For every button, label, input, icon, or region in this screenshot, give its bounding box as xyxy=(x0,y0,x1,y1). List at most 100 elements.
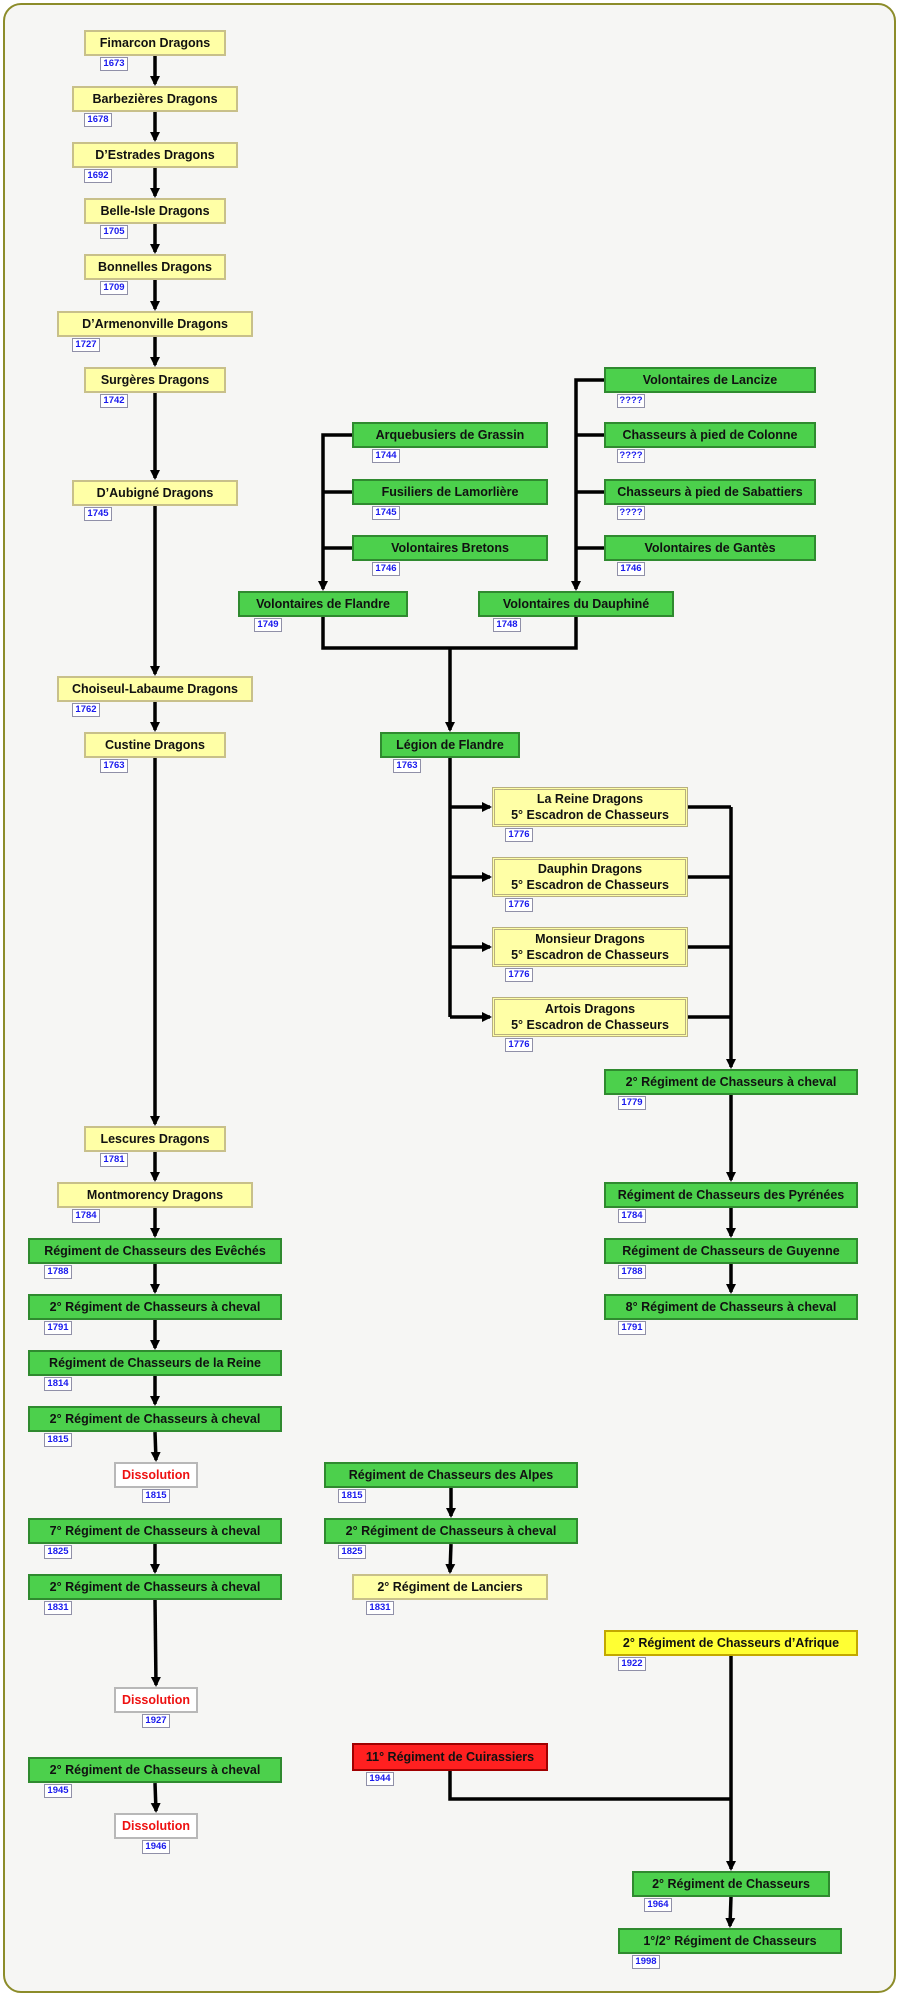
node-c2_1825: 2° Régiment de Chasseurs à cheval xyxy=(324,1518,578,1544)
node-c2_1779: 2° Régiment de Chasseurs à cheval xyxy=(604,1069,858,1095)
node-label: Fusiliers de Lamorlière xyxy=(381,485,519,499)
node-label: Régiment de Chasseurs de Guyenne xyxy=(622,1244,840,1258)
node-c2_1791: 2° Régiment de Chasseurs à cheval xyxy=(28,1294,282,1320)
date-rc12_1998: 1998 xyxy=(632,1955,660,1969)
node-label: Arquebusiers de Grassin xyxy=(375,428,525,442)
date-c8_1791: 1791 xyxy=(618,1321,646,1335)
node-c2_1831: 2° Régiment de Chasseurs à cheval xyxy=(28,1574,282,1600)
node-label: 2° Régiment de Lanciers xyxy=(377,1580,523,1594)
date-colonne: ???? xyxy=(617,449,645,463)
node-label: Volontaires Bretons xyxy=(391,541,509,555)
date-rc2_1964: 1964 xyxy=(644,1898,672,1912)
node-choiseul: Choiseul-Labaume Dragons xyxy=(57,676,253,702)
date-gantes: 1746 xyxy=(617,562,645,576)
date-lareine: 1776 xyxy=(505,828,533,842)
node-label: 7° Régiment de Chasseurs à cheval xyxy=(49,1524,261,1538)
node-diss1946: Dissolution xyxy=(114,1813,198,1839)
date-lancize: ???? xyxy=(617,394,645,408)
date-dauphine: 1748 xyxy=(493,618,521,632)
node-lescures: Lescures Dragons xyxy=(84,1126,226,1152)
node-c7_1825: 7° Régiment de Chasseurs à cheval xyxy=(28,1518,282,1544)
date-grassin: 1744 xyxy=(372,449,400,463)
date-artois: 1776 xyxy=(505,1038,533,1052)
node-sabattiers: Chasseurs à pied de Sabattiers xyxy=(604,479,816,505)
date-vflandre: 1749 xyxy=(254,618,282,632)
node-label: D’Estrades Dragons xyxy=(95,148,215,162)
node-pyrenees: Régiment de Chasseurs des Pyrénées xyxy=(604,1182,858,1208)
node-cuirassiers: 11° Régiment de Cuirassiers xyxy=(352,1743,548,1771)
date-diss1946: 1946 xyxy=(142,1840,170,1854)
node-label: D’Aubigné Dragons xyxy=(96,486,214,500)
node-label: Régiment de Chasseurs des Pyrénées xyxy=(617,1188,845,1202)
node-lanciers: 2° Régiment de Lanciers xyxy=(352,1574,548,1600)
date-c7_1825: 1825 xyxy=(44,1545,72,1559)
node-label: Surgères Dragons xyxy=(100,373,210,387)
node-bretons: Volontaires Bretons xyxy=(352,535,548,561)
date-c2_1945: 1945 xyxy=(44,1784,72,1798)
date-c2_1831: 1831 xyxy=(44,1601,72,1615)
node-label: Volontaires de Flandre xyxy=(256,597,390,611)
date-c2_1815: 1815 xyxy=(44,1433,72,1447)
date-c2_1779: 1779 xyxy=(618,1096,646,1110)
node-gantes: Volontaires de Gantès xyxy=(604,535,816,561)
node-label: Fimarcon Dragons xyxy=(99,36,211,50)
date-monsieur: 1776 xyxy=(505,968,533,982)
node-label: D’Armenonville Dragons xyxy=(82,317,228,331)
node-label: Montmorency Dragons xyxy=(86,1188,224,1202)
node-afrique: 2° Régiment de Chasseurs d’Afrique xyxy=(604,1630,858,1656)
node-label: 2° Régiment de Chasseurs d’Afrique xyxy=(622,1636,840,1650)
node-label: Custine Dragons xyxy=(104,738,205,752)
node-rc12_1998: 1°/2° Régiment de Chasseurs xyxy=(618,1928,842,1954)
node-diss1927: Dissolution xyxy=(114,1687,198,1713)
node-label: Belle-Isle Dragons xyxy=(100,204,210,218)
date-darmenonville: 1727 xyxy=(72,338,100,352)
node-label: Régiment de Chasseurs des Evêchés xyxy=(44,1244,266,1258)
node-label: Dissolution xyxy=(121,1819,191,1833)
date-afrique: 1922 xyxy=(618,1657,646,1671)
node-label: Légion de Flandre xyxy=(396,738,504,752)
date-bretons: 1746 xyxy=(372,562,400,576)
node-dauphine: Volontaires du Dauphiné xyxy=(478,591,674,617)
date-destrades: 1692 xyxy=(84,169,112,183)
date-bonnelles: 1709 xyxy=(100,281,128,295)
date-guyenne: 1788 xyxy=(618,1265,646,1279)
node-reine: Régiment de Chasseurs de la Reine xyxy=(28,1350,282,1376)
node-label: Régiment de Chasseurs des Alpes xyxy=(348,1468,554,1482)
node-label: 2° Régiment de Chasseurs xyxy=(652,1877,810,1891)
node-legion: Légion de Flandre xyxy=(380,732,520,758)
date-alpes: 1815 xyxy=(338,1489,366,1503)
node-label: Barbezières Dragons xyxy=(92,92,218,106)
date-lamorliere: 1745 xyxy=(372,506,400,520)
node-label: Dissolution xyxy=(121,1693,191,1707)
node-label: Volontaires de Lancize xyxy=(642,373,778,387)
date-legion: 1763 xyxy=(393,759,421,773)
edge-c2_1815-diss1815 xyxy=(150,1431,161,1462)
date-belleisle: 1705 xyxy=(100,225,128,239)
node-lamorliere: Fusiliers de Lamorlière xyxy=(352,479,548,505)
node-surgeres: Surgères Dragons xyxy=(84,367,226,393)
node-label: 1°/2° Régiment de Chasseurs xyxy=(643,1934,817,1948)
node-label: Volontaires du Dauphiné xyxy=(502,597,650,611)
node-c2_1815: 2° Régiment de Chasseurs à cheval xyxy=(28,1406,282,1432)
edge-c2_1825-lanciers xyxy=(445,1543,456,1574)
date-lanciers: 1831 xyxy=(366,1601,394,1615)
node-vflandre: Volontaires de Flandre xyxy=(238,591,408,617)
node-label: 2° Régiment de Chasseurs à cheval xyxy=(49,1412,261,1426)
node-darmenonville: D’Armenonville Dragons xyxy=(57,311,253,337)
edge-rc2_1964-rc12_1998 xyxy=(725,1896,736,1928)
node-label: Bonnelles Dragons xyxy=(98,260,212,274)
edge-lancize-dauphine xyxy=(571,378,604,591)
date-diss1815: 1815 xyxy=(142,1489,170,1503)
node-label: 2° Régiment de Chasseurs à cheval xyxy=(49,1580,261,1594)
date-sabattiers: ???? xyxy=(617,506,645,520)
node-daubigne: D’Aubigné Dragons xyxy=(72,480,238,506)
node-fimarcon: Fimarcon Dragons xyxy=(84,30,226,56)
edge-c2_1831-diss1927 xyxy=(150,1599,161,1687)
date-cuirassiers: 1944 xyxy=(366,1772,394,1786)
